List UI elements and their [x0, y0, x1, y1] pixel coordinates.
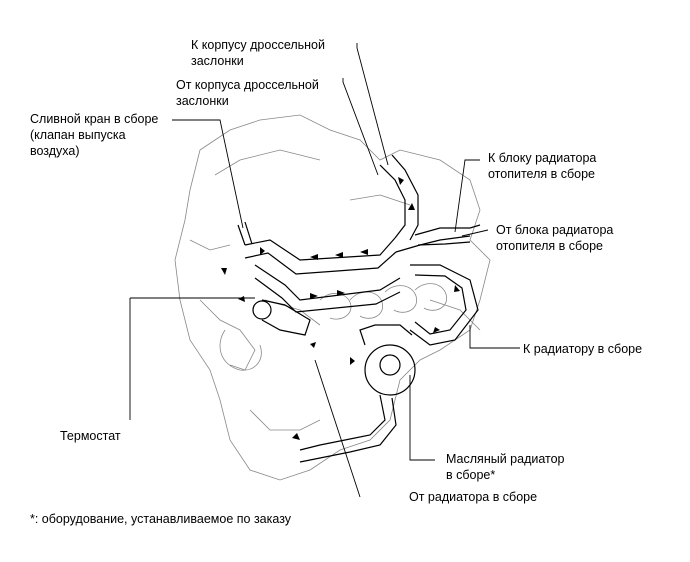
flow-arrow — [454, 285, 460, 292]
flow-arrow — [292, 433, 300, 440]
label-drain-cock: Сливной кран в сборе (клапан выпуска воз… — [30, 111, 158, 159]
footnote: *: оборудование, устанавливаемое по зака… — [30, 512, 292, 526]
label-line: Масляный радиатор — [446, 452, 565, 466]
label-line: в сборе* — [446, 468, 496, 482]
label-to-radiator: К радиатору в сборе — [523, 341, 642, 357]
label-line: воздуха) — [30, 144, 80, 158]
label-from-throttle-body: От корпуса дроссельной заслонки — [176, 77, 319, 109]
label-line: От корпуса дроссельной — [176, 78, 319, 92]
flow-arrow — [337, 290, 345, 296]
label-line: К блоку радиатора — [488, 151, 597, 165]
flow-arrow — [433, 327, 440, 333]
label-line: Термостат — [60, 429, 121, 443]
label-from-heater-radiator: От блока радиатора отопителя в сборе — [496, 222, 613, 254]
label-line: От радиатора в сборе — [409, 490, 538, 504]
flow-arrow — [238, 296, 245, 302]
label-line: К радиатору в сборе — [523, 342, 643, 356]
engine-block-outline — [174, 114, 491, 481]
label-oil-cooler: Масляный радиатор в сборе* — [446, 451, 565, 483]
label-line: (клапан выпуска — [30, 128, 126, 142]
flow-arrow — [398, 177, 404, 185]
flow-arrow — [350, 357, 355, 365]
flow-arrow — [221, 268, 227, 275]
label-to-heater-radiator: К блоку радиатора отопителя в сборе — [488, 150, 596, 182]
coolant-pipes — [237, 154, 481, 463]
label-to-throttle-body: К корпусу дроссельной заслонки — [191, 37, 325, 69]
label-line: Сливной кран в сборе — [30, 112, 159, 126]
flow-arrow — [360, 249, 368, 255]
flow-arrow — [260, 247, 265, 255]
label-line: заслонки — [191, 54, 244, 68]
flow-arrows — [221, 177, 460, 440]
label-line: От блока радиатора — [496, 223, 614, 237]
flow-arrow — [408, 203, 415, 210]
flow-arrow — [310, 254, 318, 260]
label-line: заслонки — [176, 94, 229, 108]
label-line: К корпусу дроссельной — [191, 38, 325, 52]
flow-arrow — [335, 252, 343, 258]
flow-arrow — [310, 342, 316, 348]
label-thermostat: Термостат — [60, 428, 121, 444]
label-from-radiator: От радиатора в сборе — [409, 489, 537, 505]
label-line: отопителя в сборе — [496, 239, 604, 253]
leader-lines — [129, 43, 520, 498]
label-line: отопителя в сборе — [488, 167, 596, 181]
flow-arrow — [310, 293, 318, 299]
